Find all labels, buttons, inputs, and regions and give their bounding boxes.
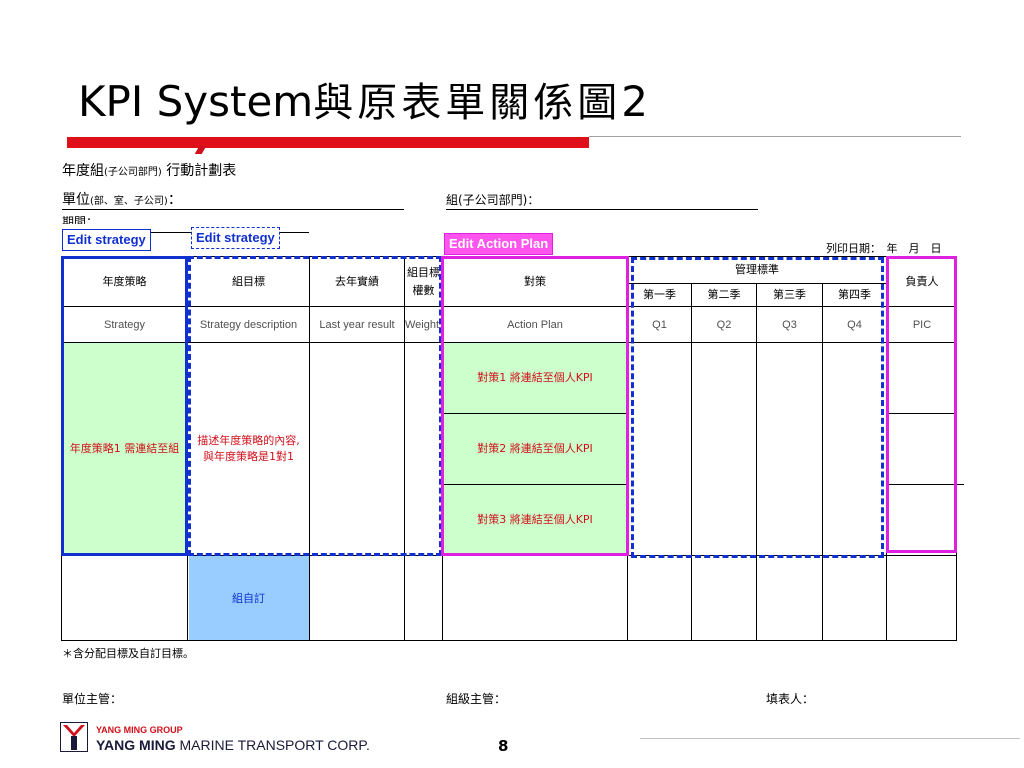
title-gray-rule [589, 136, 961, 137]
row-divider [442, 484, 627, 485]
strategy-desc-highlight-frame [188, 256, 442, 556]
title-latin: KPI System [78, 77, 314, 126]
header-strategy: 年度策略 [102, 274, 147, 288]
edit-action-plan-tag[interactable]: Edit Action Plan [444, 233, 554, 255]
header-action: 對策 [524, 274, 546, 288]
footnote: ＊含分配目標及自訂目標。 [62, 647, 194, 660]
col-divider [404, 256, 405, 641]
subheader-weight: Weight [405, 318, 440, 331]
action-cell-2[interactable]: 對策2 將連結至個人KPI [477, 442, 593, 455]
title-cjk: 與原表單關係圖 [313, 80, 622, 126]
unit-label-colon: ： [167, 192, 182, 208]
strategy-desc-line1: 描述年度策略的內容, [197, 434, 300, 447]
subheader-q1: Q1 [652, 318, 667, 331]
form-heading-small: (子公司部門) [104, 167, 162, 178]
strategy-desc-cell[interactable]: 描述年度策略的內容, 與年度策略是1對1 [188, 343, 309, 555]
row-divider [61, 342, 957, 343]
period-underline [62, 232, 309, 233]
action-cell-1[interactable]: 對策1 將連結至個人KPI [477, 371, 593, 384]
action-cells-fill [443, 343, 627, 555]
strategy-desc-line2: 與年度策略是1對1 [203, 450, 294, 463]
quarterly-highlight-frame [631, 257, 884, 558]
edit-strategy-tag[interactable]: Edit strategy [62, 229, 151, 251]
title-red-rule [67, 137, 589, 148]
strategy-highlight-frame [61, 256, 188, 556]
header-q2: 第二季 [707, 288, 741, 301]
period-label: 期間： [62, 215, 99, 224]
edit-strategy-description-tag[interactable]: Edit strategy [191, 227, 280, 249]
header-q3: 第三季 [773, 288, 806, 301]
strategy-cell-fill [62, 343, 187, 555]
col-divider [822, 283, 823, 641]
yang-ming-logo-icon [59, 721, 89, 753]
subheader-action: Action Plan [507, 318, 563, 331]
signature-filler: 填表人： [766, 692, 815, 706]
row-divider [442, 413, 627, 414]
self-set-cell[interactable]: 組自訂 [232, 591, 265, 605]
unit-underline [62, 209, 404, 210]
header-last-year: 去年實績 [335, 274, 379, 288]
col-divider [309, 256, 310, 641]
signature-unit-head: 單位主管： [62, 692, 123, 706]
brand-company-bold: YANG MING [96, 737, 176, 753]
group-label: 組(子公司部門)： [446, 193, 540, 207]
group-underline [446, 209, 758, 210]
header-weight: 組目標 權數 [405, 257, 442, 306]
subheader-strategy-desc: Strategy description [199, 318, 298, 331]
header-pic: 負責人 [905, 274, 939, 288]
subheader-q3: Q3 [782, 318, 797, 331]
title-number: 2 [621, 77, 648, 126]
brand-group-name: YANG MING GROUP [96, 725, 183, 735]
header-weight-line2: 權數 [412, 283, 435, 297]
unit-label: 單位(部、室、子公司)： [62, 189, 182, 209]
form-heading: 年度組(子公司部門) 行動計劃表 [62, 160, 236, 180]
row-divider [627, 283, 886, 284]
footer-rule [640, 738, 1020, 739]
header-group-target: 組目標 [232, 274, 265, 288]
subheader-strategy: Strategy [104, 318, 145, 331]
action-plan-highlight-frame [441, 256, 629, 556]
signature-group-head: 組級主管： [446, 692, 507, 706]
form-heading-rest: 行動計劃表 [166, 163, 237, 179]
slide-title: KPI System與原表單關係圖2 [78, 70, 648, 128]
header-mgmt-standard: 管理標準 [735, 263, 779, 276]
subheader-pic: PIC [912, 318, 932, 331]
header-q1: 第一季 [643, 288, 676, 301]
row-divider [61, 306, 957, 307]
header-q4: 第四季 [838, 288, 871, 301]
brand-company-rest: MARINE TRANSPORT CORP. [175, 737, 370, 753]
subheader-last-year: Last year result [319, 318, 395, 331]
subheader-q4: Q4 [847, 318, 862, 331]
form-heading-main: 年度組 [62, 163, 104, 179]
brand-company-name: YANG MING MARINE TRANSPORT CORP. [96, 737, 370, 753]
strategy-cell[interactable]: 年度策略1 需連結至組 [69, 442, 180, 455]
col-divider [756, 283, 757, 641]
pic-highlight-frame [886, 256, 957, 553]
header-weight-line1: 組目標 [407, 265, 440, 279]
row-divider [886, 413, 957, 414]
col-divider [691, 283, 692, 641]
page-number: 8 [498, 737, 509, 755]
unit-label-small: (部、室、子公司) [90, 196, 168, 207]
action-cell-3[interactable]: 對策3 將連結至個人KPI [477, 513, 593, 526]
row-divider [886, 484, 964, 485]
self-set-cell-fill [189, 556, 309, 641]
unit-label-main: 單位 [62, 192, 90, 208]
subheader-q2: Q2 [716, 318, 732, 331]
print-date: 列印日期： 年 月 日 [826, 242, 942, 255]
